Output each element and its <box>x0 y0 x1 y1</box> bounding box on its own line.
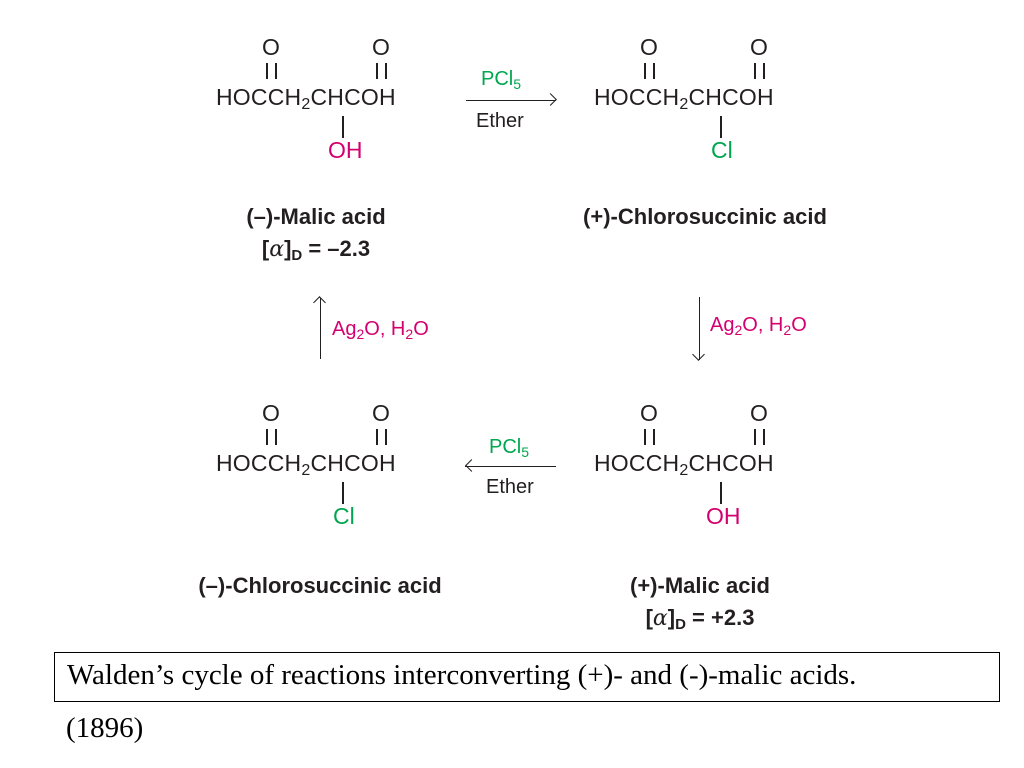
substituent-bond <box>342 116 344 138</box>
substituent-hydroxyl: OH <box>706 503 741 529</box>
compound-name: (–)-Malic acid <box>246 204 386 229</box>
substituent-chlorine: Cl <box>333 503 355 529</box>
reagent-ag2o-h2o-right: Ag2O, H2O <box>710 314 807 338</box>
carbonyl-oxygen-right: O <box>372 34 390 60</box>
substituent-bond <box>720 116 722 138</box>
carbonyl-oxygen-left: O <box>640 400 658 426</box>
arrow-head-up-icon <box>313 296 326 309</box>
carbonyl-oxygen-left: O <box>262 400 280 426</box>
arrow-back-bottom <box>465 466 556 467</box>
double-bond-left <box>266 63 277 79</box>
substituent-bond <box>720 482 722 504</box>
double-bond-right <box>376 63 387 79</box>
name-chlorosuccinic-acid-plus: (+)-Chlorosuccinic acid <box>540 204 870 230</box>
specific-rotation: [α]D = +2.3 <box>645 605 755 633</box>
carbonyl-oxygen-left: O <box>262 34 280 60</box>
substituent-chlorine: Cl <box>711 137 733 163</box>
double-bond-right <box>754 63 765 79</box>
molecule-malic-acid-minus: O O HOCCH2CHCOH OH <box>216 36 456 176</box>
compound-name: (–)-Chlorosuccinic acid <box>198 573 442 598</box>
molecule-chain: HOCCH2CHCOH <box>216 86 396 113</box>
arrow-head-right-icon <box>544 93 557 106</box>
chain-part-a: HOCCH <box>216 84 302 110</box>
reagent-pcl5-bottom: PCl5 <box>489 436 530 460</box>
carbonyl-oxygen-left: O <box>640 34 658 60</box>
arrow-head-left-icon <box>465 459 478 472</box>
carbonyl-oxygen-right: O <box>750 400 768 426</box>
arrow-down-right <box>699 297 700 360</box>
substituent-hydroxyl: OH <box>328 137 363 163</box>
arrow-head-down-icon <box>692 348 705 361</box>
name-malic-acid-minus: (–)-Malic acid [α]D = –2.3 <box>186 204 446 264</box>
double-bond-right <box>754 429 765 445</box>
carbonyl-oxygen-right: O <box>372 400 390 426</box>
molecule-malic-acid-plus: O O HOCCH2CHCOH OH <box>594 402 834 542</box>
name-chlorosuccinic-acid-minus: (–)-Chlorosuccinic acid <box>160 573 480 599</box>
reagent-ether-top: Ether <box>476 110 524 132</box>
molecule-chain: HOCCH2CHCOH <box>594 450 774 479</box>
reagent-pcl5-top: PCl5 <box>481 68 522 92</box>
substituent-bond <box>342 482 344 504</box>
caption-box: Walden’s cycle of reactions interconvert… <box>54 652 1000 702</box>
chain-subscript: 2 <box>301 96 311 113</box>
double-bond-left <box>266 429 277 445</box>
double-bond-left <box>644 63 655 79</box>
arrow-forward-top <box>466 100 556 101</box>
molecule-chain: HOCCH2CHCOH <box>216 450 396 479</box>
molecule-chlorosuccinic-acid-minus: O O HOCCH2CHCOH Cl <box>216 402 456 542</box>
chain-part-b: CHCOH <box>310 84 396 110</box>
compound-name: (+)-Malic acid <box>630 573 770 598</box>
reagent-ether-bottom: Ether <box>486 476 534 498</box>
caption-text: Walden’s cycle of reactions interconvert… <box>67 659 857 691</box>
double-bond-left <box>644 429 655 445</box>
carbonyl-oxygen-right: O <box>750 34 768 60</box>
caption-year: (1896) <box>66 712 144 744</box>
molecule-chlorosuccinic-acid-plus: O O HOCCH2CHCOH Cl <box>594 36 834 176</box>
molecule-chain: HOCCH2CHCOH <box>594 84 774 113</box>
name-malic-acid-plus: (+)-Malic acid [α]D = +2.3 <box>570 573 830 633</box>
compound-name: (+)-Chlorosuccinic acid <box>583 204 827 229</box>
arrow-up-left <box>320 298 321 359</box>
reagent-ag2o-h2o-left: Ag2O, H2O <box>332 318 429 342</box>
double-bond-right <box>376 429 387 445</box>
specific-rotation: [α]D = –2.3 <box>261 236 371 264</box>
